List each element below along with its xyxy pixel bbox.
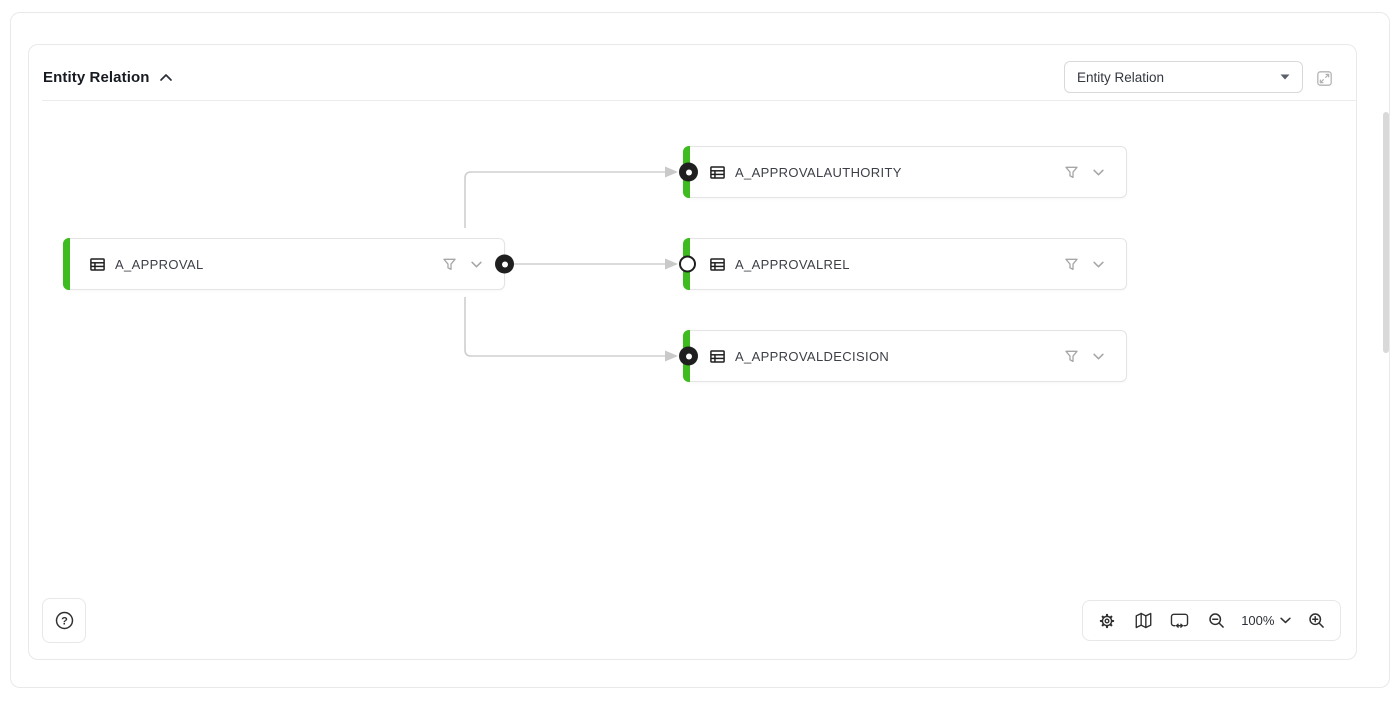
chevron-down-icon[interactable] <box>1093 261 1104 268</box>
header-divider <box>42 100 1356 101</box>
entity-node-a-approvaldecision[interactable]: A_APPROVALDECISION <box>679 330 1127 382</box>
entity-node-a-approvalrel[interactable]: A_APPROVALREL <box>679 238 1127 290</box>
zoom-level-value: 100% <box>1241 613 1275 628</box>
filter-icon[interactable] <box>1065 350 1078 363</box>
port-hole <box>501 261 508 267</box>
chevron-down-icon <box>1280 617 1292 624</box>
filter-icon[interactable] <box>1065 258 1078 271</box>
settings-button[interactable] <box>1096 610 1118 632</box>
map-icon <box>1135 612 1151 629</box>
port-hole <box>685 353 692 359</box>
table-icon <box>710 165 725 179</box>
question-glyph: ? <box>61 615 68 627</box>
panel-header: Entity Relation <box>43 62 173 92</box>
connection-port-in[interactable] <box>679 162 698 182</box>
page-title: Entity Relation <box>43 68 150 86</box>
table-icon <box>710 257 725 271</box>
filter-icon[interactable] <box>1065 166 1078 179</box>
entity-node-label: A_APPROVAL <box>115 256 204 272</box>
minimap-button[interactable] <box>1133 610 1154 631</box>
caret-down-icon <box>1280 74 1290 80</box>
question-circle-icon: ? <box>55 611 73 630</box>
fit-view-button[interactable] <box>1168 610 1191 631</box>
zoom-level-dropdown[interactable]: 100% <box>1241 613 1292 628</box>
collapse-chevron-up-icon[interactable] <box>159 73 173 82</box>
entity-node-label: A_APPROVALREL <box>735 256 850 272</box>
zoom-out-button[interactable] <box>1206 610 1227 631</box>
gear-icon <box>1099 613 1115 628</box>
chevron-down-icon[interactable] <box>1093 169 1104 176</box>
entity-node-a-approvalauthority[interactable]: A_APPROVALAUTHORITY <box>679 146 1127 198</box>
entity-node-label: A_APPROVALDECISION <box>735 348 890 364</box>
table-icon <box>710 349 725 363</box>
expand-icon <box>1316 70 1332 86</box>
filter-icon[interactable] <box>443 258 456 271</box>
connection-port-out[interactable] <box>495 254 514 274</box>
fit-width-icon <box>1170 613 1189 628</box>
connection-port-in[interactable] <box>679 255 696 273</box>
zoom-in-button[interactable] <box>1306 610 1327 631</box>
zoom-in-icon <box>1309 613 1324 628</box>
entity-node-label: A_APPROVALAUTHORITY <box>735 164 902 180</box>
connection-port-in[interactable] <box>679 346 698 366</box>
port-hole <box>685 169 692 175</box>
expand-button[interactable] <box>1312 66 1336 90</box>
canvas-toolbar: 100% <box>1082 600 1341 641</box>
view-selector-dropdown[interactable]: Entity Relation <box>1064 61 1303 93</box>
chevron-down-icon[interactable] <box>471 261 482 268</box>
chevron-down-icon[interactable] <box>1093 353 1104 360</box>
view-selector-value: Entity Relation <box>1077 69 1165 85</box>
vertical-scrollbar-thumb[interactable] <box>1383 112 1389 353</box>
entity-accent-bar <box>63 238 70 290</box>
table-icon <box>90 257 105 271</box>
zoom-out-icon <box>1208 613 1224 628</box>
help-button[interactable]: ? <box>42 598 86 643</box>
entity-node-a-approval[interactable]: A_APPROVAL <box>63 238 514 290</box>
